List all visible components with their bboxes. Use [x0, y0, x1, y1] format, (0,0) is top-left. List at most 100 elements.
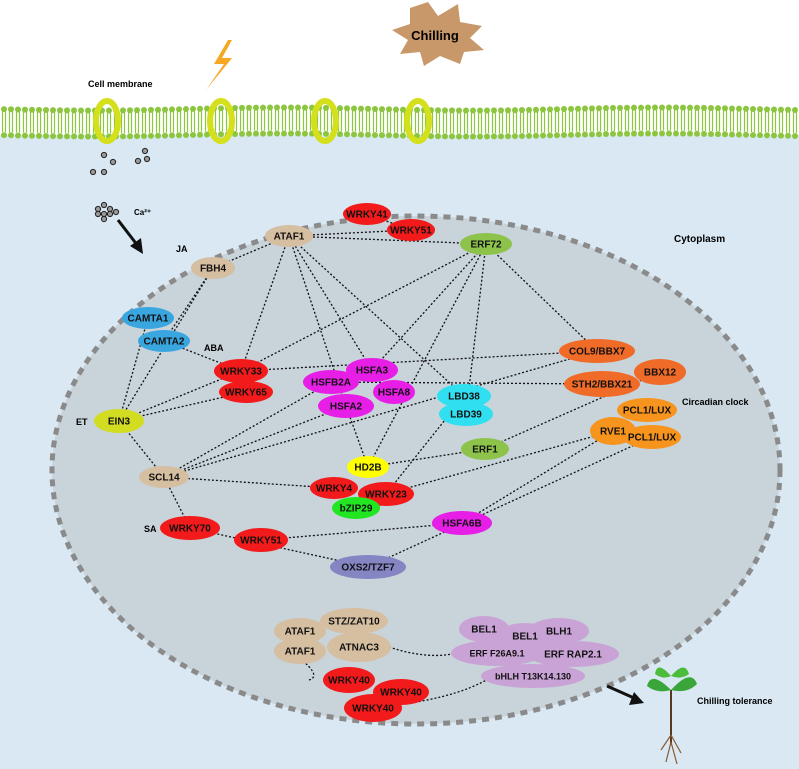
interaction-edge	[260, 522, 463, 541]
protein-node-wrky41	[343, 203, 391, 225]
sa-label: SA	[144, 524, 157, 534]
protein-label: ERF1	[472, 445, 498, 456]
calcium-ion-icon	[100, 151, 108, 159]
interaction-edge	[367, 436, 653, 568]
protein-label: SCL14	[148, 473, 180, 484]
protein-node-hsfa6b	[432, 511, 492, 535]
protein-node-labels: ATAF1WRKY41WRKY51ERF72FBH4CAMTA1CAMTA2WR…	[108, 210, 677, 715]
interaction-edge	[461, 430, 614, 524]
protein-node-stz-zat10	[320, 608, 388, 634]
protein-label: CAMTA1	[128, 314, 169, 325]
protein-label: OXS2/TZF7	[341, 563, 395, 574]
protein-node-erf-f26a9-1	[451, 640, 543, 666]
calcium-ion-icon	[112, 208, 120, 216]
protein-node-wrky40	[344, 694, 402, 722]
calcium-arrow-icon	[116, 219, 143, 254]
protein-label: LBD38	[448, 392, 480, 403]
protein-label: CAMTA2	[144, 337, 185, 348]
protein-node-shapes	[94, 203, 686, 722]
protein-node-lbd38	[437, 384, 491, 408]
interaction-edge	[288, 235, 465, 397]
protein-node-hd2b	[347, 456, 389, 478]
calcium-label: Ca²⁺	[134, 208, 151, 217]
protein-node-hsfa3	[346, 358, 398, 382]
protein-label: COL9/BBX7	[569, 347, 626, 358]
calcium-ion-icon	[143, 155, 151, 163]
protein-node-wrky65	[219, 381, 273, 403]
protein-label: STH2/BBX21	[572, 380, 633, 391]
calcium-ion-icon	[94, 210, 102, 218]
interaction-edges	[118, 213, 661, 709]
protein-node-atnac3	[327, 632, 391, 662]
protein-label: BBX12	[644, 368, 677, 379]
protein-label: HD2B	[354, 463, 381, 474]
protein-node-hsfa8	[373, 380, 415, 404]
interaction-edge	[371, 243, 487, 371]
calcium-ion-icon	[100, 215, 108, 223]
calcium-ion-icon	[106, 210, 114, 218]
protein-label: EIN3	[108, 417, 131, 428]
calcium-ion-icon	[100, 201, 108, 209]
interaction-edge	[288, 235, 487, 245]
circadian-clock-label: Circadian clock	[682, 397, 750, 407]
protein-node-wrky51	[387, 219, 435, 241]
protein-label: bZIP29	[340, 504, 373, 515]
protein-label: WRKY23	[365, 490, 407, 501]
protein-label: ATAF1	[285, 627, 316, 638]
protein-label: WRKY41	[346, 210, 388, 221]
protein-label: ERF72	[470, 240, 502, 251]
interaction-edge	[345, 405, 369, 468]
interaction-edge	[163, 476, 335, 489]
protein-node-bzip29	[332, 497, 380, 519]
chilling-burst-icon	[392, 2, 484, 66]
chilling-tolerance-label: Chilling tolerance	[697, 696, 773, 706]
protein-label: BEL1	[512, 632, 538, 643]
calcium-ion-icon	[134, 157, 142, 165]
seedling-icon	[647, 667, 697, 765]
protein-label: BLH1	[546, 627, 573, 638]
ion-channel-icon	[207, 98, 235, 144]
interaction-edge	[388, 646, 458, 657]
protein-label: WRKY65	[225, 388, 267, 399]
interaction-edge	[330, 381, 603, 385]
calcium-ion-icon	[109, 158, 117, 166]
protein-label: ATAF1	[285, 647, 316, 658]
protein-node-sth2-bbx21	[564, 371, 640, 397]
protein-node-wrky40	[323, 667, 375, 693]
protein-node-wrky33	[214, 359, 268, 383]
cell-membrane-label: Cell membrane	[88, 79, 153, 89]
protein-node-ataf1	[274, 638, 326, 664]
interaction-edge	[289, 650, 315, 681]
protein-label: BEL1	[471, 625, 497, 636]
protein-label: ERF RAP2.1	[544, 650, 602, 661]
protein-label: HSFA8	[378, 388, 411, 399]
protein-node-ataf1	[265, 225, 313, 247]
protein-label: WRKY51	[240, 536, 282, 547]
protein-label: WRKY70	[169, 524, 211, 535]
protein-label: ATAF1	[274, 232, 305, 243]
protein-node-erf1	[461, 438, 509, 460]
tolerance-arrow-icon	[606, 684, 644, 705]
protein-node-hsfa2	[318, 394, 374, 418]
interaction-edge	[163, 350, 598, 478]
aba-label: ABA	[204, 343, 224, 353]
protein-label: ATNAC3	[339, 643, 379, 654]
ion-channel-icon	[311, 98, 339, 144]
protein-node-ataf1	[274, 618, 326, 644]
protein-label: HSFA6B	[442, 519, 481, 530]
calcium-ion-icon	[94, 205, 102, 213]
interaction-edge	[163, 267, 214, 342]
protein-node-hsfb2a	[303, 370, 359, 394]
protein-label: PCL1/LUX	[628, 433, 677, 444]
protein-node-fbh4	[191, 257, 235, 279]
protein-node-wrky70	[160, 516, 220, 540]
calcium-ion-icon	[100, 168, 108, 176]
protein-node-blh1	[529, 618, 589, 644]
protein-label: bHLH T13K14.130	[495, 672, 571, 682]
protein-label: PCL1/LUX	[623, 406, 672, 417]
lightning-icon	[206, 40, 232, 90]
et-label: ET	[76, 417, 88, 427]
interaction-edge	[163, 381, 332, 478]
protein-label: HSFB2A	[311, 378, 351, 389]
